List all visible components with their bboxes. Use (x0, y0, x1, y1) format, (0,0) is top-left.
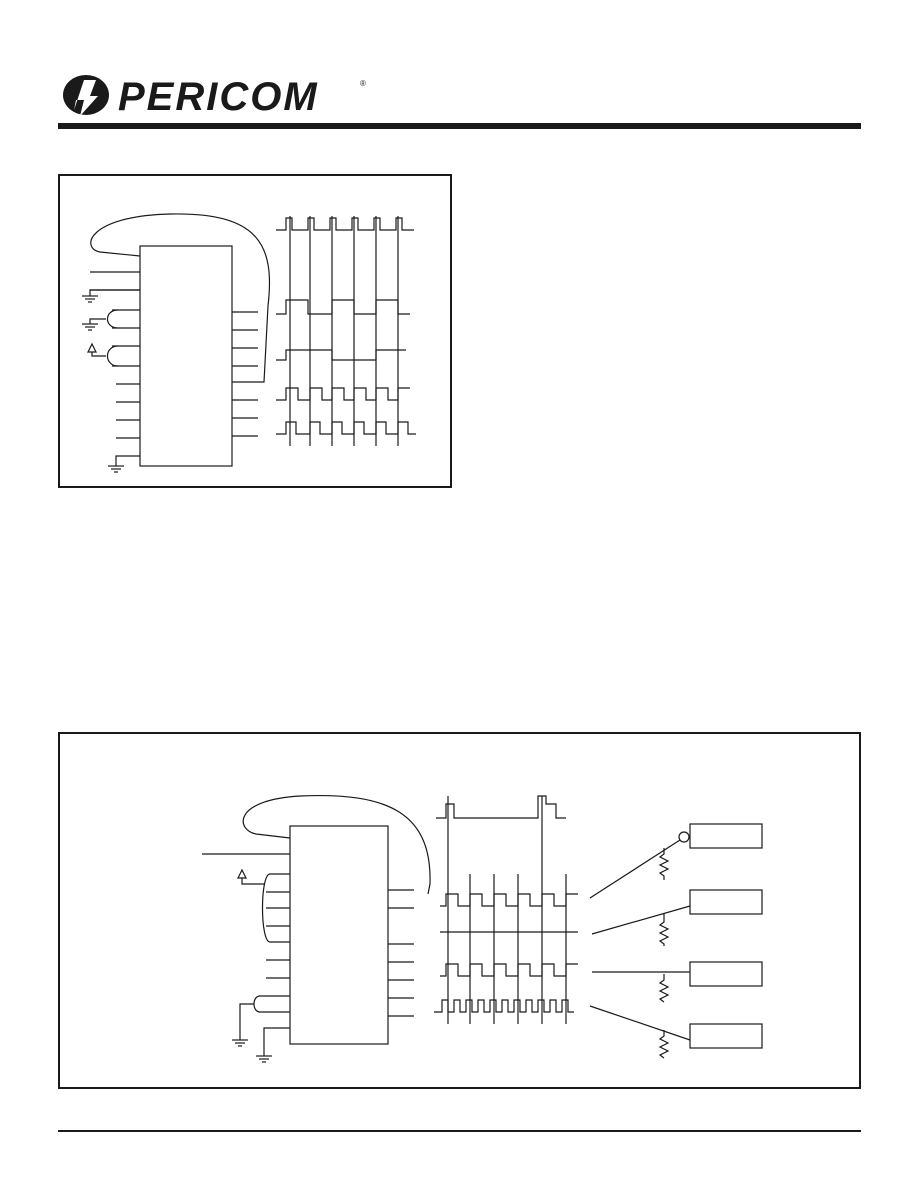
figure-1-diagram (82, 213, 416, 473)
load-device-3 (689, 961, 763, 987)
waveform-output-3 (440, 963, 578, 977)
resistor-icon (658, 914, 670, 946)
waveform-output-d (276, 421, 416, 435)
figure-2-frame (58, 732, 861, 1089)
ground-wire (89, 289, 140, 296)
pericom-emblem-icon (63, 75, 109, 116)
load-device-2 (689, 889, 763, 915)
waveform-output-1 (440, 893, 578, 907)
brand-name: PERICOM (118, 75, 319, 118)
load-line-2 (591, 905, 691, 935)
tie-bus (261, 873, 290, 943)
load-line-4 (589, 1005, 691, 1041)
resistor-icon (658, 974, 670, 1003)
feedback-loop-wire (242, 794, 431, 895)
ic-chip-body (139, 245, 233, 467)
load-device-1 (689, 823, 763, 849)
waveform-ref-clock (276, 217, 414, 231)
waveform-output-a (276, 299, 410, 315)
load-line-1 (589, 839, 681, 899)
feedback-loop-wire (90, 213, 271, 383)
waveform-output-c (276, 387, 410, 401)
waveform-ref-clock (436, 795, 566, 819)
ic-chip-body (289, 825, 389, 1045)
tie-loop (106, 309, 119, 329)
vcc-arrow-icon (87, 342, 97, 353)
waveform-output-b (276, 349, 406, 361)
pericom-logo: PERICOM ® (63, 75, 366, 118)
registered-mark: ® (360, 79, 366, 88)
load-input-bubble-icon (678, 831, 690, 843)
figure-1-frame (58, 174, 452, 488)
waveform-output-4 (434, 999, 574, 1013)
header-rule (58, 123, 861, 129)
vcc-arrow-icon (237, 868, 247, 879)
tie-loop (106, 345, 119, 367)
footer-rule (58, 1130, 861, 1132)
resistor-icon (658, 1030, 670, 1059)
load-device-4 (689, 1023, 763, 1049)
resistor-icon (658, 848, 670, 880)
figure-2-diagram (202, 794, 763, 1063)
